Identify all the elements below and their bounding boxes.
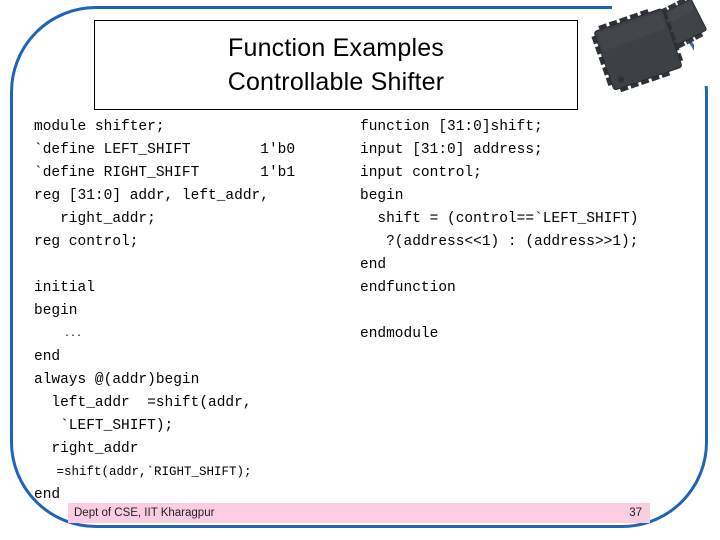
- slide-title-box: Function Examples Controllable Shifter: [94, 20, 578, 110]
- code-left-line: module shifter;: [34, 119, 165, 135]
- code-right-line: input control;: [360, 165, 482, 181]
- code-right-line: begin: [360, 188, 404, 204]
- code-block-left: module shifter; `define LEFT_SHIFT 1'b0 `d…: [34, 116, 352, 507]
- code-left-line: [34, 254, 352, 277]
- code-left-line: right_addr;: [34, 211, 156, 227]
- code-left-line: `define RIGHT_SHIFT 1'b1: [34, 165, 296, 181]
- code-left-line: reg [31:0] addr, left_addr,: [34, 188, 269, 204]
- code-right-line: endmodule: [360, 326, 439, 342]
- code-left-line: initial: [34, 280, 95, 296]
- footer-page-number: 37: [629, 507, 642, 519]
- slide-title-line-1: Function Examples: [228, 34, 444, 62]
- code-left-line: `LEFT_SHIFT);: [34, 418, 174, 434]
- slide-footer-bar: Dept of CSE, IIT Kharagpur 37: [68, 503, 650, 523]
- code-right-line: end: [360, 257, 387, 273]
- code-block-right: function [31:0]shift; input [31:0] addres…: [360, 116, 700, 346]
- code-left-line: right_addr: [34, 441, 139, 457]
- ic-chip-illustration: [588, 0, 720, 104]
- code-left-line: begin: [34, 303, 78, 319]
- code-right-line: function [31:0]shift;: [360, 119, 543, 135]
- code-left-line: reg control;: [34, 234, 139, 250]
- code-left-line: `define LEFT_SHIFT 1'b0: [34, 142, 296, 158]
- code-right-line: endfunction: [360, 280, 456, 296]
- code-right-line: ?(address<<1) : (address>>1);: [360, 234, 639, 250]
- code-left-line: end: [34, 349, 61, 365]
- code-left-line: left_addr =shift(addr,: [34, 395, 252, 411]
- slide-title-line-2: Controllable Shifter: [227, 68, 445, 96]
- code-left-line: always @(addr)begin: [34, 372, 200, 388]
- code-left-line: end: [34, 487, 61, 503]
- code-right-line: [360, 300, 700, 323]
- frame-mask-right-upper: [694, 30, 720, 86]
- chip-primary: [591, 8, 684, 93]
- footer-department-label: Dept of CSE, IIT Kharagpur: [74, 507, 215, 519]
- code-right-line: shift = (control==`LEFT_SHIFT): [360, 211, 639, 227]
- code-left-line: =shift(addr,`RIGHT_SHIFT);: [34, 465, 252, 479]
- code-right-line: input [31:0] address;: [360, 142, 543, 158]
- code-left-line: ...: [34, 329, 83, 340]
